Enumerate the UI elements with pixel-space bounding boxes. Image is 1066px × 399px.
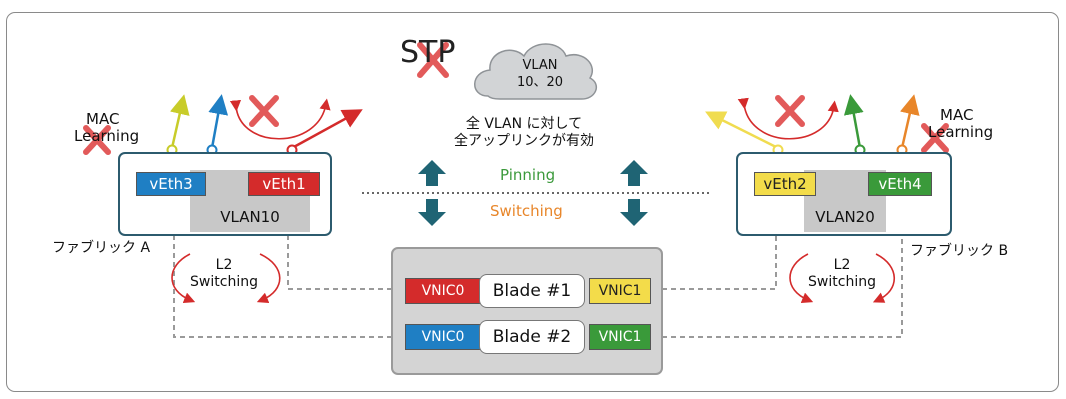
teal-arrow-down-left bbox=[418, 199, 446, 226]
pinning-label: Pinning bbox=[500, 166, 556, 184]
blade1-vnic1[interactable]: VNIC1 bbox=[589, 278, 651, 304]
cloud-label-line2: 10、20 bbox=[516, 75, 564, 90]
stp-cross-icon bbox=[417, 42, 449, 78]
l2-switching-a-line2: Switching bbox=[190, 274, 258, 290]
uplink-arrow-orange bbox=[900, 94, 920, 149]
blade1[interactable]: Blade #1 bbox=[479, 274, 585, 308]
center-note-line2: 全アップリンクが有効 bbox=[454, 133, 594, 149]
loop-cross-icon-b bbox=[775, 95, 805, 127]
stp-label: STP bbox=[400, 35, 456, 70]
blade-chassis: VNIC0 Blade #1 VNIC1 VNIC0 Blade #2 VNIC… bbox=[391, 247, 663, 375]
fabric-a-label: ファブリック A bbox=[52, 240, 151, 256]
l2-curve-a bbox=[171, 253, 196, 304]
fabric-b-label: ファブリック B bbox=[910, 243, 1009, 259]
l2-curve-b bbox=[789, 253, 814, 304]
uplink-arrow-lightyellow bbox=[705, 111, 779, 150]
uplink-arrow-yellow bbox=[170, 94, 190, 149]
center-note-line1: 全 VLAN に対して bbox=[465, 116, 583, 132]
cloud-label-line1: VLAN bbox=[522, 58, 558, 73]
mac-learning-b-line1: MAC bbox=[940, 106, 974, 124]
l2-switching-b-line1: L2 bbox=[833, 257, 851, 273]
veth3-port[interactable]: vEth3 bbox=[136, 172, 206, 196]
mac-learning-a-line1: MAC bbox=[86, 110, 120, 128]
fabric-a: VLAN10 vEth3 vEth1 bbox=[118, 152, 332, 236]
vlan-cloud bbox=[474, 43, 598, 100]
teal-arrow-down-right bbox=[620, 199, 648, 226]
veth1-port[interactable]: vEth1 bbox=[248, 172, 320, 196]
veth2-port[interactable]: vEth2 bbox=[754, 172, 816, 196]
teal-arrow-up-right bbox=[620, 160, 648, 186]
mac-cross-icon-a bbox=[83, 125, 111, 155]
l2-curve-a2 bbox=[256, 253, 281, 304]
blocked-loop-curve-b bbox=[737, 97, 839, 140]
switching-label: Switching bbox=[490, 202, 563, 220]
mac-learning-a-line2: Learning bbox=[74, 127, 140, 145]
blade1-vnic0[interactable]: VNIC0 bbox=[405, 278, 481, 304]
uplink-arrow-blue bbox=[208, 94, 229, 149]
l2-curve-b2 bbox=[872, 253, 895, 303]
l2-switching-b-line2: Switching bbox=[808, 274, 876, 290]
blade2-vnic1[interactable]: VNIC1 bbox=[589, 324, 651, 350]
blade2[interactable]: Blade #2 bbox=[479, 320, 585, 354]
teal-arrow-up-left bbox=[418, 160, 446, 186]
link-vnic0-blade2-to-veth3 bbox=[166, 194, 392, 338]
fabric-b: VLAN20 vEth2 vEth4 bbox=[736, 152, 952, 236]
l2-switching-a-line1: L2 bbox=[215, 257, 233, 273]
blade2-vnic0[interactable]: VNIC0 bbox=[405, 324, 481, 350]
blocked-loop-curve-a bbox=[229, 98, 331, 140]
mac-cross-icon-b bbox=[921, 123, 949, 153]
loop-cross-icon-a bbox=[249, 95, 279, 127]
veth4-port[interactable]: vEth4 bbox=[868, 172, 932, 196]
mac-learning-b-line2: Learning bbox=[928, 123, 994, 141]
uplink-arrow-green bbox=[843, 94, 864, 149]
uplink-arrow-red bbox=[291, 109, 363, 150]
